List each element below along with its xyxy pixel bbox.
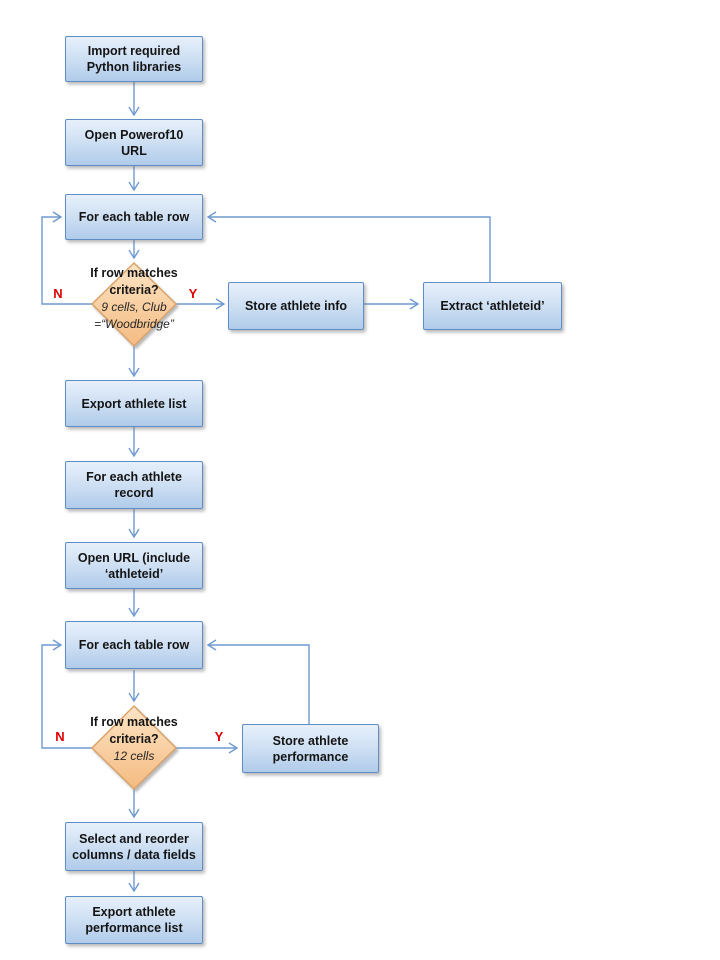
process-label: For each athlete record [86,470,182,500]
process-label: Open Powerof10 URL [84,127,184,158]
connector-no-2 [41,639,92,749]
decision-diamond-shape-1 [90,261,178,348]
process-label: Select and reorder columns / data fields [72,831,196,862]
branch-label-no-2: N [55,729,65,744]
process-label: Extract ‘athleteid’ [440,299,545,313]
branch-label-yes-1: Y [188,286,198,301]
process-label: For each table row [78,210,190,224]
connector-no-1 [41,211,92,305]
connector-loopback-2 [206,639,310,724]
process-for-each-table-row-1: For each table row [65,194,203,240]
process-label: Store athlete performance [272,733,349,764]
process-select-and-reorder-columns: Select and reorder columns / data fields [65,822,203,871]
decision-diamond-shape-2 [90,704,178,791]
process-store-athlete-info: Store athlete info [228,282,364,330]
process-store-athlete-performance: Store athlete performance [242,724,379,773]
process-import-libraries: Import required Python libraries [65,36,203,82]
branch-label-no-1: N [53,286,63,301]
process-export-athlete-performance-list: Export athlete performance list [65,896,203,944]
process-label: For each table row [78,638,190,652]
process-label: Store athlete info [244,299,348,313]
process-export-athlete-list: Export athlete list [65,380,203,427]
connector-loopback-1 [206,211,491,282]
process-label: Export athlete list [81,396,187,411]
process-label: Open URL (include ‘athleteid’ [77,550,191,581]
process-extract-athleteid: Extract ‘athleteid’ [423,282,562,330]
process-label: Import required Python libraries [86,44,182,74]
process-for-each-table-row-2: For each table row [65,621,203,669]
process-open-url-include-athleteid: Open URL (include ‘athleteid’ [65,542,203,589]
process-for-each-athlete-record: For each athlete record [65,461,203,509]
process-label: Export athlete performance list [85,905,183,935]
branch-label-yes-2: Y [214,729,224,744]
process-open-powerof10-url: Open Powerof10 URL [65,119,203,166]
